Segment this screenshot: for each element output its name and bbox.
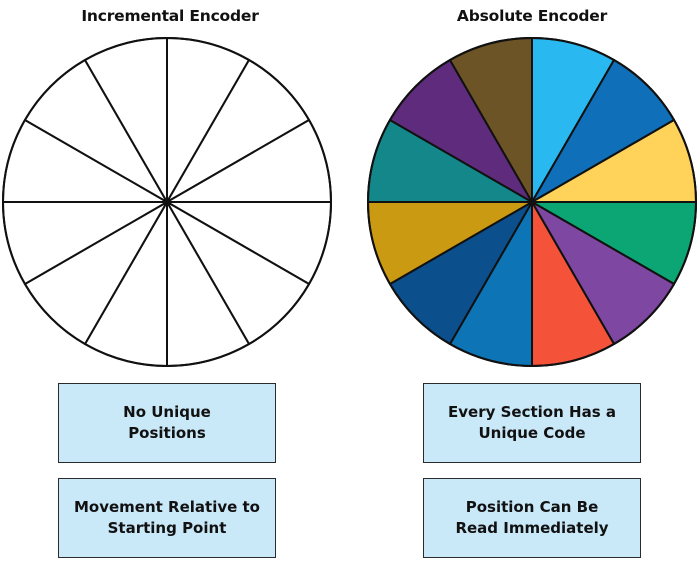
incremental-encoder-wheel xyxy=(2,37,332,367)
unique-code-box: Every Section Has a Unique Code xyxy=(423,383,641,463)
absolute-encoder-wheel xyxy=(367,37,697,367)
absolute-encoder-title: Absolute Encoder xyxy=(456,7,608,25)
box-line: Movement Relative to xyxy=(73,498,260,516)
incremental-rim xyxy=(2,37,332,367)
box-line: Positions xyxy=(128,424,206,442)
absolute-hub xyxy=(529,199,535,205)
no-unique-positions-box: No Unique Positions xyxy=(58,383,276,463)
incremental-encoder-title: Incremental Encoder xyxy=(81,7,259,25)
absolute-rim xyxy=(367,37,697,367)
box-line: Starting Point xyxy=(107,519,227,537)
box-line: Read Immediately xyxy=(455,519,609,537)
box-line: No Unique xyxy=(123,403,211,421)
movement-relative-box: Movement Relative to Starting Point xyxy=(58,478,276,558)
box-line: Position Can Be xyxy=(465,498,599,516)
box-line: Unique Code xyxy=(478,424,586,442)
read-immediately-box: Position Can Be Read Immediately xyxy=(423,478,641,558)
incremental-hub xyxy=(164,199,170,205)
box-line: Every Section Has a xyxy=(448,403,616,421)
